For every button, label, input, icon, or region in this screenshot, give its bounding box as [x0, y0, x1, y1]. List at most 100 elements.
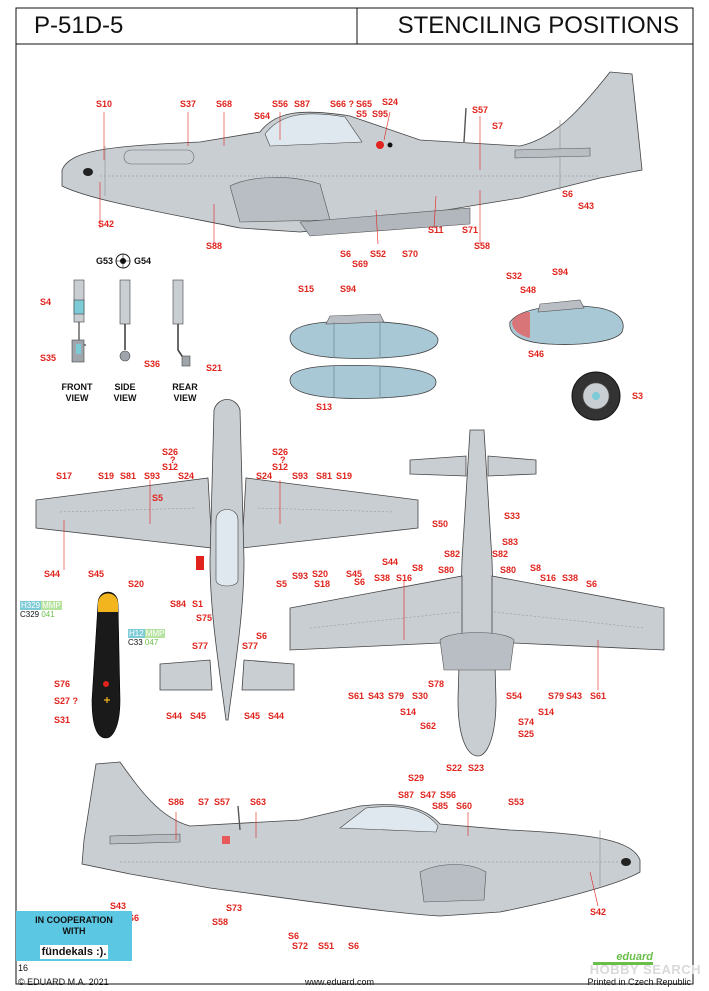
stencil-label: S6 [288, 931, 300, 941]
stencil-label: S65 [356, 99, 373, 109]
stencil-label: S81 [120, 471, 137, 481]
prop-color-code-1: H329 [20, 601, 42, 610]
stencil-label: S5 [356, 109, 368, 119]
stencil-label: S5 [152, 493, 164, 503]
stencil-label: S85 [432, 801, 449, 811]
stencil-label: S45 [244, 711, 261, 721]
stencil-label: S26 [162, 447, 179, 457]
stencil-label: S56 [440, 790, 457, 800]
stencil-label: S36 [144, 359, 161, 369]
stencil-label: S23 [468, 763, 485, 773]
stencil-label: S94 [340, 284, 357, 294]
drop-tank-right [509, 299, 624, 345]
stencil-label: S27 ? [54, 696, 79, 706]
stencil-label: S7 [198, 797, 210, 807]
stencil-label: S20 [128, 579, 145, 589]
stencil-label: S61 [348, 691, 365, 701]
stencil-label: S88 [206, 241, 223, 251]
stencil-label: S64 [254, 111, 271, 121]
stencil-label: S11 [428, 225, 444, 235]
stencil-label: S58 [474, 241, 491, 251]
stencil-label: S15 [298, 284, 315, 294]
stencil-label: S56 [272, 99, 289, 109]
stencil-label: S45 [190, 711, 207, 721]
leader-lines [63, 111, 599, 907]
stencil-label: S79 [548, 691, 565, 701]
stencil-label: S77 [242, 641, 259, 651]
page-number: 16 [18, 963, 29, 973]
stencil-label: S3 [632, 391, 644, 401]
stencil-label: S77 [192, 641, 209, 651]
stencil-label: S44 [268, 711, 285, 721]
stencil-label: S38 [562, 573, 579, 583]
stencil-label: S44 [382, 557, 399, 567]
stencil-label: S72 [292, 941, 309, 951]
stencil-label: S38 [374, 573, 391, 583]
stencil-label: S44 [166, 711, 183, 721]
stencil-label: ? [280, 455, 286, 465]
side-profile-bottom [81, 761, 641, 917]
stencil-label: S44 [44, 569, 61, 579]
stencil-label: S16 [396, 573, 413, 583]
brand-underline [593, 962, 653, 965]
stencil-label: S74 [518, 717, 535, 727]
landing-gear-front-view [71, 279, 86, 363]
stencil-label: S80 [500, 565, 517, 575]
stencil-label: S25 [518, 729, 535, 739]
stencil-label: S5 [276, 579, 288, 589]
stencil-label: S51 [318, 941, 335, 951]
stencil-label: S84 [170, 599, 187, 609]
stencil-label: S6 [562, 189, 574, 199]
tail-wheel [571, 371, 621, 421]
cooperation-box: IN COOPERATION WITH fündekals :). [16, 911, 132, 961]
national-marking-icon [115, 253, 131, 269]
prop-color-c-1: C329 [20, 610, 40, 619]
stencil-label: S8 [412, 563, 424, 573]
stencil-label: S87 [398, 790, 415, 800]
stencil-label: S81 [316, 471, 333, 481]
stencil-label: S14 [538, 707, 555, 717]
stencil-label: S48 [520, 285, 537, 295]
stencil-label: S6 [340, 249, 352, 259]
stencil-label: S79 [388, 691, 405, 701]
stencil-label: S61 [590, 691, 607, 701]
stencil-label: S31 [54, 715, 71, 725]
stencil-label: S57 [214, 797, 231, 807]
stencil-label: S52 [370, 249, 387, 259]
stencil-label: S8 [530, 563, 542, 573]
stencil-label: S6 [128, 913, 140, 923]
cooperation-line-1: IN COOPERATION [35, 915, 113, 925]
propeller-blade [91, 591, 121, 739]
stencil-label: S37 [180, 99, 197, 109]
stencil-label: S62 [420, 721, 437, 731]
stencil-label: S53 [508, 797, 525, 807]
marking-label-right: G54 [134, 256, 152, 266]
stencil-label: S78 [428, 679, 445, 689]
page-title-section: STENCILING POSITIONS [397, 12, 679, 39]
stencil-label: S57 [472, 105, 489, 115]
stencil-label: S29 [408, 773, 425, 783]
upper-plan-view [35, 399, 419, 721]
stencil-label: S93 [144, 471, 161, 481]
stencil-label: S24 [256, 471, 273, 481]
partner-logo-text: fündekals :). [40, 945, 108, 959]
page-title-model: P-51D-5 [34, 12, 124, 39]
stencil-label: S1 [192, 599, 204, 609]
stencil-label: S4 [40, 297, 52, 307]
stencil-label: S10 [96, 99, 113, 109]
stencil-label: S30 [412, 691, 429, 701]
stencil-label: S43 [578, 201, 595, 211]
stencil-label: S12 [162, 462, 179, 472]
stencil-label: S94 [552, 267, 569, 277]
stencil-label: S6 [354, 577, 366, 587]
prop-color-sub-2: MMP [144, 629, 166, 638]
stencil-label: S32 [506, 271, 523, 281]
stencil-label: S24 [178, 471, 195, 481]
drop-tank-left-lower [289, 364, 437, 399]
side-profile-top [61, 71, 643, 237]
stencil-label: S68 [216, 99, 233, 109]
stencil-label: S43 [368, 691, 385, 701]
